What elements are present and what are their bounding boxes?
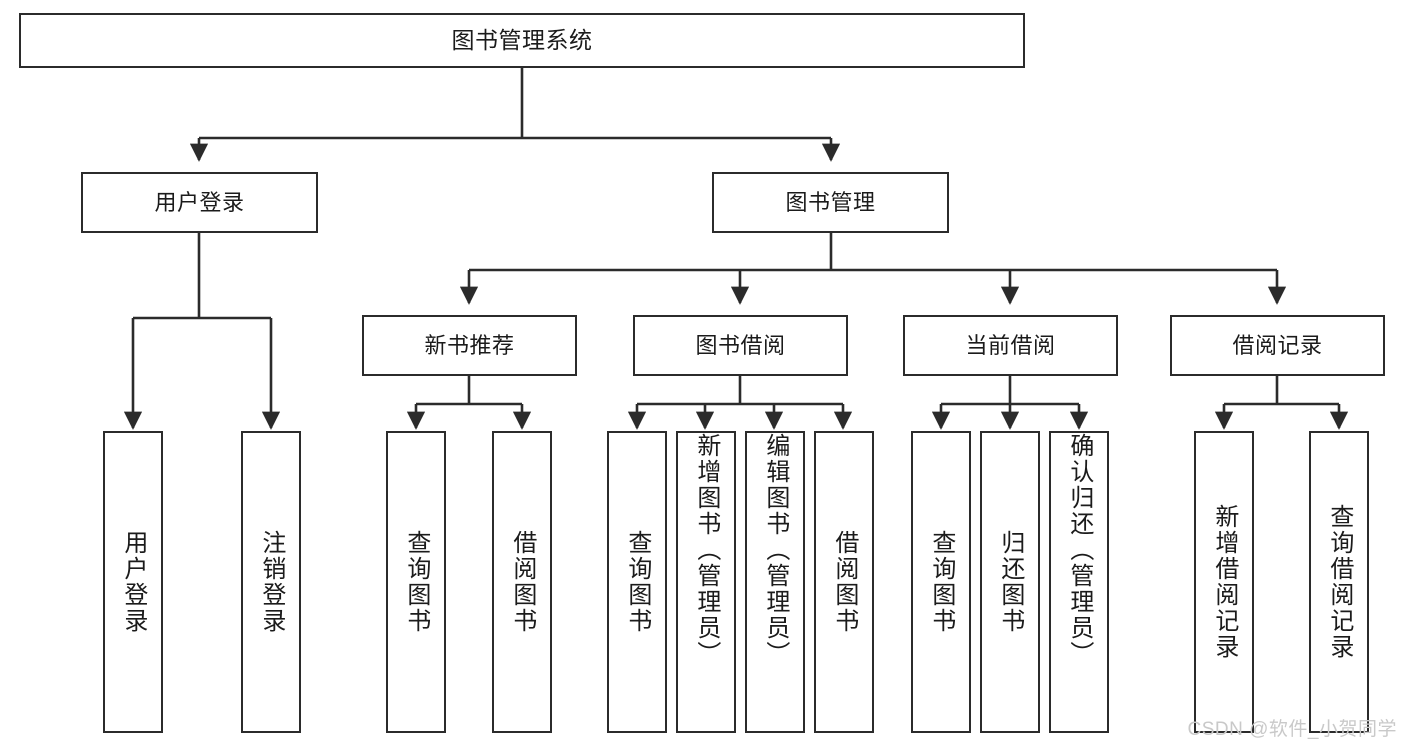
leaf-borrow-book[interactable]: 借阅图书 bbox=[814, 431, 874, 733]
leaf-query-book-borrow[interactable]: 查询图书 bbox=[607, 431, 667, 733]
node-label: 用户登录 bbox=[119, 530, 147, 634]
leaf-add-borrow-record[interactable]: 新增借阅记录 bbox=[1194, 431, 1254, 733]
node-label: 注销登录 bbox=[257, 530, 285, 634]
node-label: 新增图书（管理员） bbox=[692, 433, 720, 667]
node-user-login[interactable]: 用户登录 bbox=[81, 172, 318, 233]
leaf-borrow-book-recommend[interactable]: 借阅图书 bbox=[492, 431, 552, 733]
node-label: 图书管理 bbox=[785, 189, 876, 215]
leaf-return-book[interactable]: 归还图书 bbox=[980, 431, 1040, 733]
leaf-query-borrow-record[interactable]: 查询借阅记录 bbox=[1309, 431, 1369, 733]
leaf-query-book-current[interactable]: 查询图书 bbox=[911, 431, 971, 733]
node-label: 用户登录 bbox=[154, 189, 245, 215]
leaf-user-login[interactable]: 用户登录 bbox=[103, 431, 163, 733]
node-label: 确认归还（管理员） bbox=[1065, 433, 1093, 667]
node-book-management[interactable]: 图书管理 bbox=[712, 172, 949, 233]
node-book-borrow[interactable]: 图书借阅 bbox=[633, 315, 848, 376]
node-label: 查询借阅记录 bbox=[1325, 504, 1353, 660]
node-label: 借阅图书 bbox=[508, 530, 536, 634]
node-label: 当前借阅 bbox=[965, 332, 1056, 358]
node-label: 新书推荐 bbox=[424, 332, 515, 358]
leaf-confirm-return-admin[interactable]: 确认归还（管理员） bbox=[1049, 431, 1109, 733]
node-label: 新增借阅记录 bbox=[1210, 504, 1238, 660]
node-label: 查询图书 bbox=[623, 530, 651, 634]
node-new-book-recommend[interactable]: 新书推荐 bbox=[362, 315, 577, 376]
node-label: 借阅图书 bbox=[830, 530, 858, 634]
node-label: 图书借阅 bbox=[695, 332, 786, 358]
node-label: 图书管理系统 bbox=[451, 27, 593, 53]
leaf-add-book-admin[interactable]: 新增图书（管理员） bbox=[676, 431, 736, 733]
leaf-query-book-recommend[interactable]: 查询图书 bbox=[386, 431, 446, 733]
node-label: 编辑图书（管理员） bbox=[761, 433, 789, 667]
node-label: 查询图书 bbox=[927, 530, 955, 634]
watermark: CSDN @软件_小贺同学 bbox=[1187, 719, 1397, 740]
node-root-system[interactable]: 图书管理系统 bbox=[19, 13, 1025, 68]
leaf-logout-login[interactable]: 注销登录 bbox=[241, 431, 301, 733]
node-label: 查询图书 bbox=[402, 530, 430, 634]
node-label: 借阅记录 bbox=[1232, 332, 1323, 358]
node-current-borrow[interactable]: 当前借阅 bbox=[903, 315, 1118, 376]
node-borrow-record[interactable]: 借阅记录 bbox=[1170, 315, 1385, 376]
leaf-edit-book-admin[interactable]: 编辑图书（管理员） bbox=[745, 431, 805, 733]
node-label: 归还图书 bbox=[996, 530, 1024, 634]
